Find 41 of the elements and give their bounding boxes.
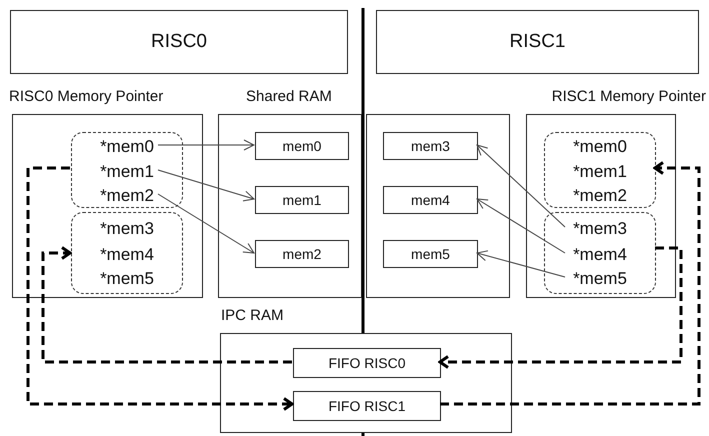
panel-heading: Shared RAM xyxy=(246,88,332,105)
dashed-arrow xyxy=(438,246,682,369)
memory-block: FIFO RISC0 xyxy=(293,348,441,378)
pointer-label: *mem4 xyxy=(567,243,633,267)
arrow xyxy=(158,194,254,254)
arrow xyxy=(476,144,566,228)
pointer-label: *mem1 xyxy=(94,160,160,184)
memory-block: FIFO RISC1 xyxy=(293,391,441,421)
arrow xyxy=(158,140,254,150)
pointer-label: *mem0 xyxy=(94,135,160,159)
pointer-label: *mem3 xyxy=(567,217,633,241)
pointer-group xyxy=(544,212,656,294)
pointer-label: *mem2 xyxy=(94,184,160,208)
processor-box: RISC1 xyxy=(376,10,699,74)
pointer-group xyxy=(71,132,183,208)
memory-block: mem1 xyxy=(255,186,349,214)
panel-heading: RISC1 Memory Pointer xyxy=(552,88,706,105)
pointer-label: *mem1 xyxy=(567,160,633,184)
processor-box: RISC0 xyxy=(10,10,348,74)
panel-heading: RISC0 Memory Pointer xyxy=(9,88,164,105)
pointer-label: *mem2 xyxy=(567,184,633,208)
memory-block: mem2 xyxy=(255,240,349,268)
pointer-label: *mem5 xyxy=(94,267,160,291)
pointer-label: *mem5 xyxy=(567,267,633,291)
pointer-label: *mem0 xyxy=(567,135,633,159)
pointer-group xyxy=(544,132,656,208)
pointer-group xyxy=(71,212,183,294)
memory-block: mem4 xyxy=(383,186,478,214)
memory-block: mem3 xyxy=(383,132,478,160)
memory-block: mem0 xyxy=(255,132,349,160)
arrow xyxy=(476,198,566,254)
memory-block: mem5 xyxy=(383,240,478,268)
arrow xyxy=(158,170,254,202)
panel-heading: IPC RAM xyxy=(221,307,284,324)
memory-panel xyxy=(366,114,510,298)
dashed-arrow xyxy=(26,166,294,411)
pointer-label: *mem3 xyxy=(94,217,160,241)
dashed-arrow xyxy=(440,161,700,406)
dashed-arrow xyxy=(42,246,292,364)
arrow xyxy=(476,250,566,278)
pointer-label: *mem4 xyxy=(94,243,160,267)
